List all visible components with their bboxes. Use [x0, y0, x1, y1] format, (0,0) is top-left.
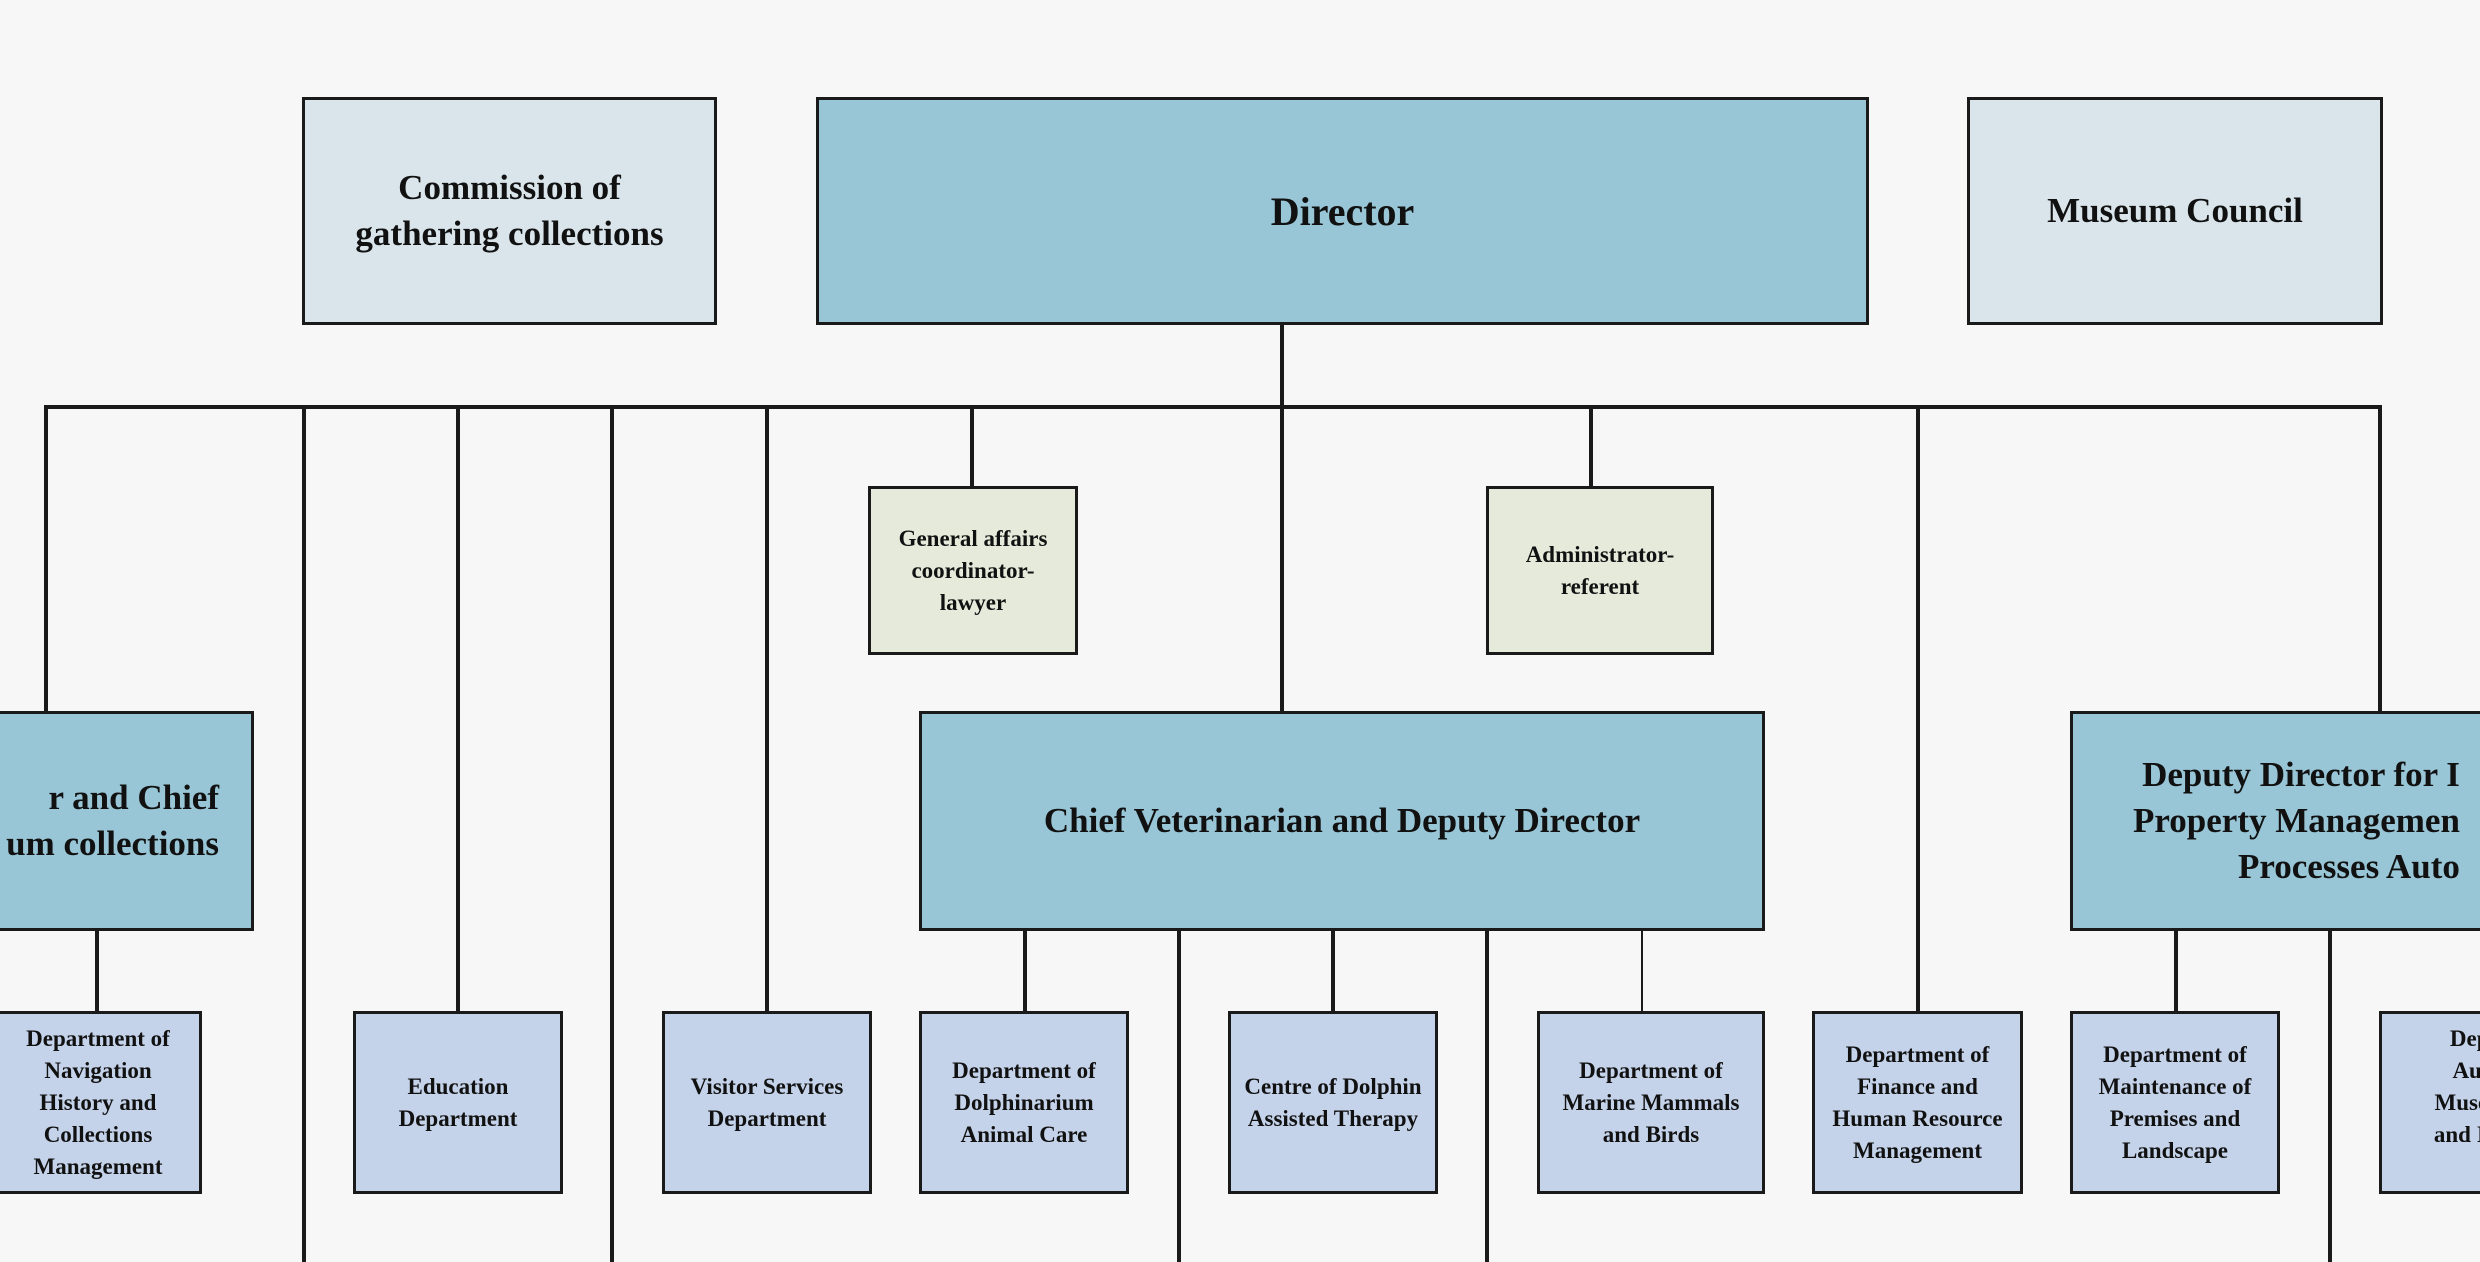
dept-maintenance-box: Department of Maintenance of Premises an… — [2070, 1011, 2280, 1194]
dept-marine-mammals-box: Department of Marine Mammals and Birds — [1537, 1011, 1765, 1194]
deputy-left-label: r and Chief um collections — [6, 778, 219, 863]
dept-dolphin-therapy-box: Centre of Dolphin Assisted Therapy — [1228, 1011, 1438, 1194]
museum-council-label: Museum Council — [2047, 191, 2303, 230]
dept-navigation-history-box: Department of Navigation History and Col… — [0, 1011, 202, 1194]
dept-visitor-services-label: Visitor Services Department — [690, 1073, 844, 1131]
director-box: Director — [816, 97, 1869, 325]
dept-dolphinarium-care-label: Department of Dolphinarium Animal Care — [952, 1057, 1096, 1147]
administrator-label: Administrator- referent — [1525, 541, 1675, 599]
dept-automation-box: Depa Auto Museu and IT I — [2379, 1011, 2480, 1194]
director-label: Director — [1270, 188, 1415, 234]
general-affairs-box: General affairs coordinator- lawyer — [868, 486, 1078, 655]
dept-education-box: Education Department — [353, 1011, 563, 1194]
deputy-left-box: r and Chief um collections — [0, 711, 254, 931]
chief-veterinarian-label: Chief Veterinarian and Deputy Director — [1043, 801, 1641, 840]
dept-marine-mammals-label: Department of Marine Mammals and Birds — [1562, 1057, 1740, 1147]
administrator-box: Administrator- referent — [1486, 486, 1714, 655]
dept-finance-hr-label: Department of Finance and Human Resource… — [1832, 1041, 2003, 1163]
dept-automation-label: Depa Auto Museu and IT I — [2433, 1025, 2480, 1147]
chief-veterinarian-box: Chief Veterinarian and Deputy Director — [919, 711, 1765, 931]
museum-council-box: Museum Council — [1967, 97, 2383, 325]
dept-finance-hr-box: Department of Finance and Human Resource… — [1812, 1011, 2023, 1194]
dept-dolphin-therapy-label: Centre of Dolphin Assisted Therapy — [1244, 1073, 1422, 1131]
deputy-right-box: Deputy Director for I Property Managemen… — [2070, 711, 2480, 931]
dept-dolphinarium-care-box: Department of Dolphinarium Animal Care — [919, 1011, 1129, 1194]
dept-navigation-history-label: Department of Navigation History and Col… — [26, 1025, 170, 1179]
deputy-right-label: Deputy Director for I Property Managemen… — [2133, 755, 2460, 886]
dept-education-label: Education Department — [398, 1073, 518, 1131]
dept-visitor-services-box: Visitor Services Department — [662, 1011, 872, 1194]
commission-box: Commission of gathering collections — [302, 97, 717, 325]
commission-label: Commission of gathering collections — [355, 168, 664, 253]
dept-maintenance-label: Department of Maintenance of Premises an… — [2098, 1041, 2252, 1163]
general-affairs-label: General affairs coordinator- lawyer — [898, 525, 1048, 615]
